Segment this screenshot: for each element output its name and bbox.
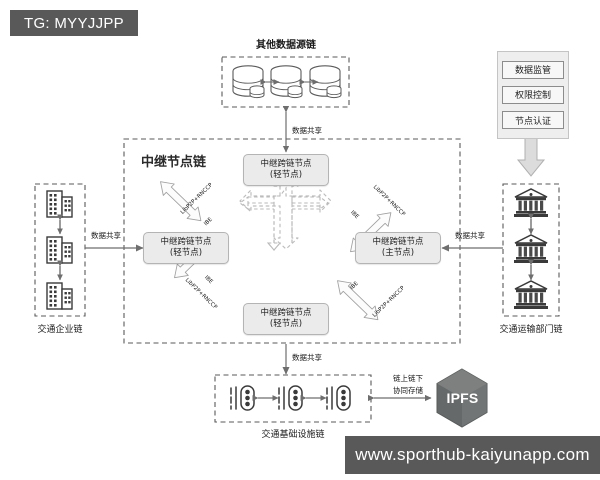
relay-node-top-line2: (轻节点) bbox=[269, 170, 303, 180]
relay-node-top-line1: 中继跨链节点 bbox=[260, 159, 312, 170]
relay-node-bottom-line2: (轻节点) bbox=[269, 319, 303, 329]
right-group-title: 交通运输部门链 bbox=[499, 325, 563, 335]
ipfs-label: IPFS bbox=[446, 390, 479, 406]
control-item-node-authentication[interactable]: 节点认证 bbox=[502, 111, 564, 130]
site-watermark: www.sporthub-kaiyunapp.com bbox=[345, 436, 600, 474]
top-group-title: 其他数据源链 bbox=[256, 40, 316, 51]
relay-node-left-line1: 中继跨链节点 bbox=[160, 237, 212, 248]
enterprise-node-3 bbox=[46, 282, 73, 310]
department-node-1 bbox=[513, 188, 549, 218]
relay-node-right[interactable]: 中继跨链节点 (主节点) bbox=[355, 232, 441, 264]
department-node-2 bbox=[513, 234, 549, 264]
infra-node-3 bbox=[326, 385, 351, 411]
control-panel: 数据监管 权限控制 节点认证 bbox=[497, 51, 569, 139]
relay-group-boundary bbox=[123, 138, 461, 344]
right-group-department-chain bbox=[502, 183, 560, 317]
bottom-group-infrastructure-chain bbox=[214, 374, 372, 423]
bottom-group-title: 交通基础设施链 bbox=[261, 430, 325, 440]
department-node-3 bbox=[513, 280, 549, 310]
right-group-boundary bbox=[502, 183, 560, 317]
top-group-db-chain bbox=[221, 56, 350, 108]
relay-node-right-line2: (主节点) bbox=[381, 248, 415, 258]
relay-center-cross-arrow bbox=[239, 186, 329, 251]
relay-group-title: 中继节点链 bbox=[141, 155, 207, 170]
enterprise-node-1 bbox=[46, 190, 73, 218]
relay-node-bottom[interactable]: 中继跨链节点 (轻节点) bbox=[243, 303, 329, 335]
ipfs-node bbox=[436, 368, 488, 428]
relay-node-bottom-line1: 中继跨链节点 bbox=[260, 308, 312, 319]
share-label-bottom: 数据共享 bbox=[292, 353, 322, 362]
storage-label-line1: 链上链下 bbox=[393, 374, 423, 383]
infra-node-1 bbox=[230, 385, 255, 411]
infra-node-2 bbox=[278, 385, 303, 411]
relay-node-left-line2: (轻节点) bbox=[169, 248, 203, 258]
share-label-right: 数据共享 bbox=[455, 231, 485, 240]
relay-center-cross-outline bbox=[239, 175, 332, 250]
telegram-watermark: TG: MYYJJPP bbox=[10, 10, 138, 36]
control-item-data-supervision[interactable]: 数据监管 bbox=[502, 60, 564, 79]
enterprise-node-2 bbox=[46, 236, 73, 264]
relay-node-left[interactable]: 中继跨链节点 (轻节点) bbox=[143, 232, 229, 264]
relay-node-top[interactable]: 中继跨链节点 (轻节点) bbox=[243, 154, 329, 186]
left-group-boundary bbox=[34, 183, 86, 317]
storage-label-line2: 协同存储 bbox=[393, 386, 423, 395]
share-label-left: 数据共享 bbox=[91, 231, 121, 240]
left-group-enterprise-chain bbox=[34, 183, 86, 317]
relay-node-right-line1: 中继跨链节点 bbox=[372, 237, 424, 248]
share-label-top: 数据共享 bbox=[292, 126, 322, 135]
db-node-1 bbox=[232, 65, 265, 99]
left-group-title: 交通企业链 bbox=[37, 325, 83, 335]
control-panel-down-arrow bbox=[516, 137, 546, 177]
control-item-permission-control[interactable]: 权限控制 bbox=[502, 85, 564, 104]
